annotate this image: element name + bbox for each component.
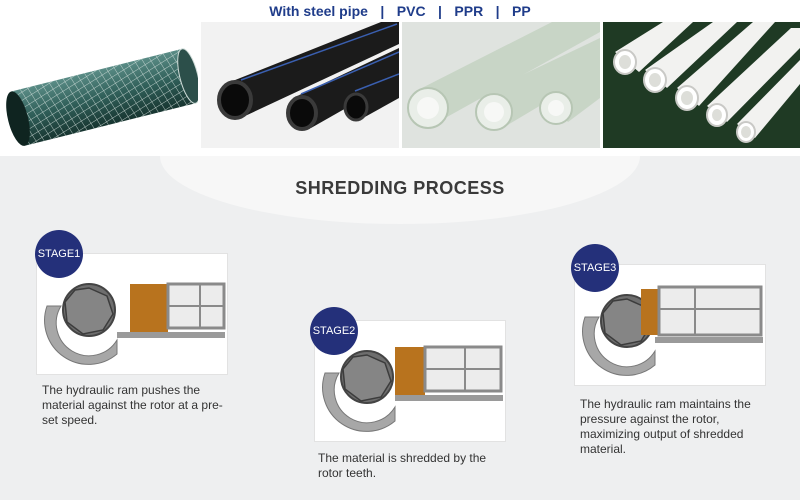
separator: | <box>380 3 385 19</box>
stage2-description: The material is shredded by the rotor te… <box>318 451 487 480</box>
pipe-type-ppr: PPR <box>454 3 484 19</box>
stage2-badge: STAGE2 <box>310 307 358 355</box>
stage1-description: The hydraulic ram pushes the material ag… <box>42 383 223 427</box>
pvc-pipe-photo <box>603 22 800 148</box>
stage1-diagram <box>36 253 228 375</box>
stage2-diagram <box>314 320 506 442</box>
pipe-types-header: With steel pipe | PVC | PPR | PP <box>0 0 800 22</box>
separator: | <box>495 3 500 19</box>
stage3-description: The hydraulic ram maintains the pressure… <box>580 397 751 456</box>
stage3-badge: STAGE3 <box>571 244 619 292</box>
separator: | <box>438 3 442 19</box>
steel-mesh-pipe-photo <box>0 22 198 148</box>
stage1-badge: STAGE1 <box>35 230 83 278</box>
pipe-type-pvc: PVC <box>396 3 426 19</box>
black-pipe-photo <box>201 22 399 148</box>
ppr-pipe-photo <box>402 22 600 148</box>
pipe-type-pp: PP <box>512 3 531 19</box>
pipe-type-steel: With steel pipe <box>269 3 368 19</box>
section-title: SHREDDING PROCESS <box>295 178 505 198</box>
